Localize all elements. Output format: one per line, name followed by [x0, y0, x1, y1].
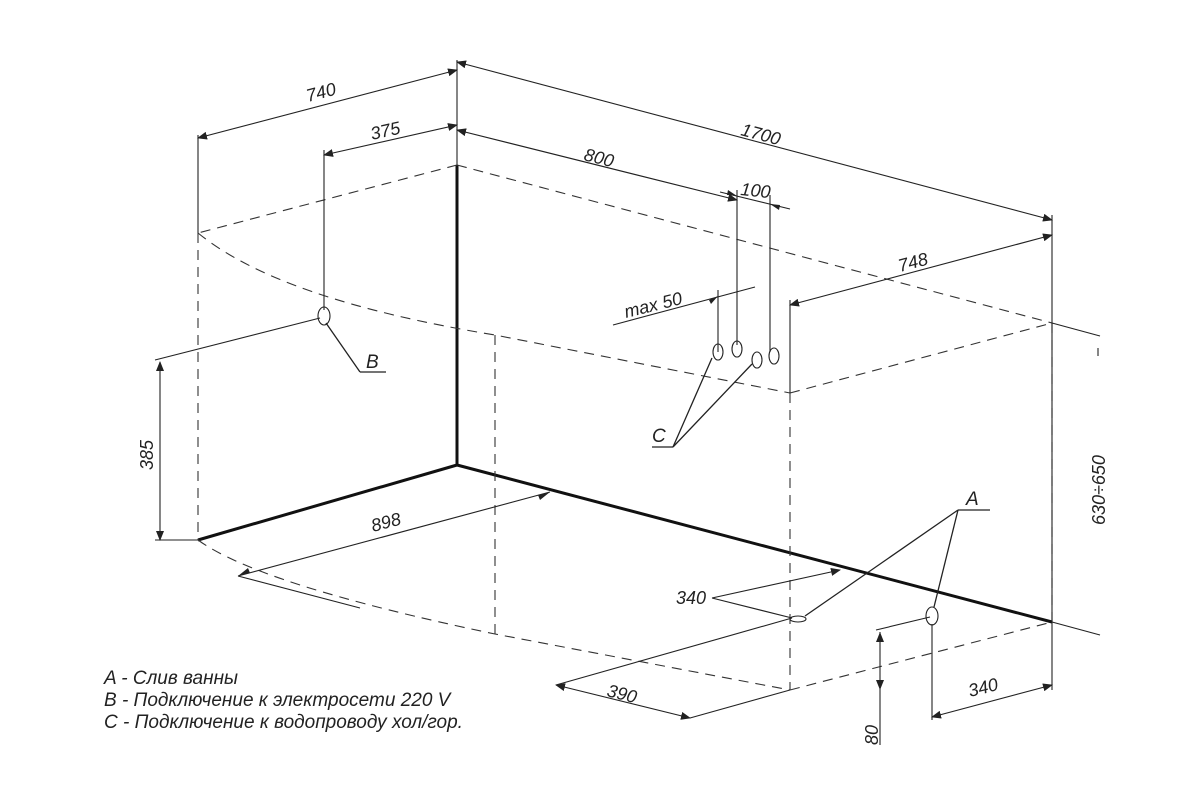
dim-b-offset: 375	[323, 118, 458, 310]
dim-80-text: 80	[862, 725, 882, 745]
callout-a-text: A	[965, 489, 979, 510]
b-socket-icon	[317, 306, 331, 326]
tub-outline	[197, 164, 1101, 691]
dim-c-offset: 800	[456, 128, 738, 345]
legend-item-c: C - Подключение к водопроводу хол/гор.	[104, 712, 463, 733]
dim-overall-height: 630÷650	[1051, 323, 1109, 690]
dim-max50-text: max 50	[622, 288, 684, 322]
dim-800-text: 800	[582, 144, 616, 171]
dim-width-left: 740	[197, 68, 458, 233]
dim-898-text: 898	[369, 509, 403, 536]
wall-ext-top	[1051, 322, 1101, 337]
rim-front-right	[789, 322, 1053, 394]
dim-740-text: 740	[304, 79, 338, 106]
dim-748-text: 748	[896, 249, 930, 276]
dim-390-text: 390	[605, 680, 639, 707]
callout-b-text: B	[366, 352, 379, 373]
dim-100-text: 100	[740, 179, 772, 202]
bottom-front-right	[789, 621, 1053, 691]
rim-back-left	[197, 164, 458, 234]
a-drain-icon	[925, 606, 939, 626]
dim-front-length: 898	[237, 491, 551, 609]
dim-a-side: 340	[931, 624, 1053, 720]
drain-floor-icon	[789, 615, 807, 623]
c-pipe-hot-icon	[751, 351, 763, 369]
dim-340-side-text: 340	[966, 674, 1000, 701]
dim-1700-text: 1700	[739, 120, 783, 150]
dim-right-width: 748	[789, 233, 1053, 393]
wall-ext-bottom	[1051, 621, 1101, 636]
dim-340-front-text: 340	[676, 588, 706, 608]
legend: A - Слив ванны B - Подключение к электро…	[104, 668, 463, 734]
callout-c: C	[652, 357, 753, 448]
dim-b-height: 385	[137, 317, 321, 541]
fittings	[317, 306, 939, 626]
c-pipe-cold-end-icon	[731, 340, 743, 358]
dim-a-floor: 80	[862, 616, 931, 745]
c-pipe-cold-icon	[712, 343, 724, 361]
callout-a: A	[804, 489, 990, 617]
legend-item-b: B - Подключение к электросети 220 V	[104, 690, 451, 711]
bottom-left-edge	[197, 463, 458, 542]
dim-height-text: 630÷650	[1089, 455, 1109, 525]
legend-item-a: A - Слив ванны	[104, 668, 239, 689]
dim-375-text: 375	[368, 118, 403, 144]
bottom-front-curve	[197, 539, 791, 691]
dim-385-text: 385	[137, 439, 157, 470]
dim-c-spacing: 100	[719, 179, 791, 352]
dim-drain-front: 340	[676, 568, 841, 619]
callout-c-text: C	[652, 426, 666, 447]
callout-b: B	[325, 322, 386, 373]
rim-front-curve	[197, 232, 791, 394]
bottom-right-edge	[456, 463, 1053, 624]
c-pipe-hot-end-icon	[768, 347, 780, 365]
